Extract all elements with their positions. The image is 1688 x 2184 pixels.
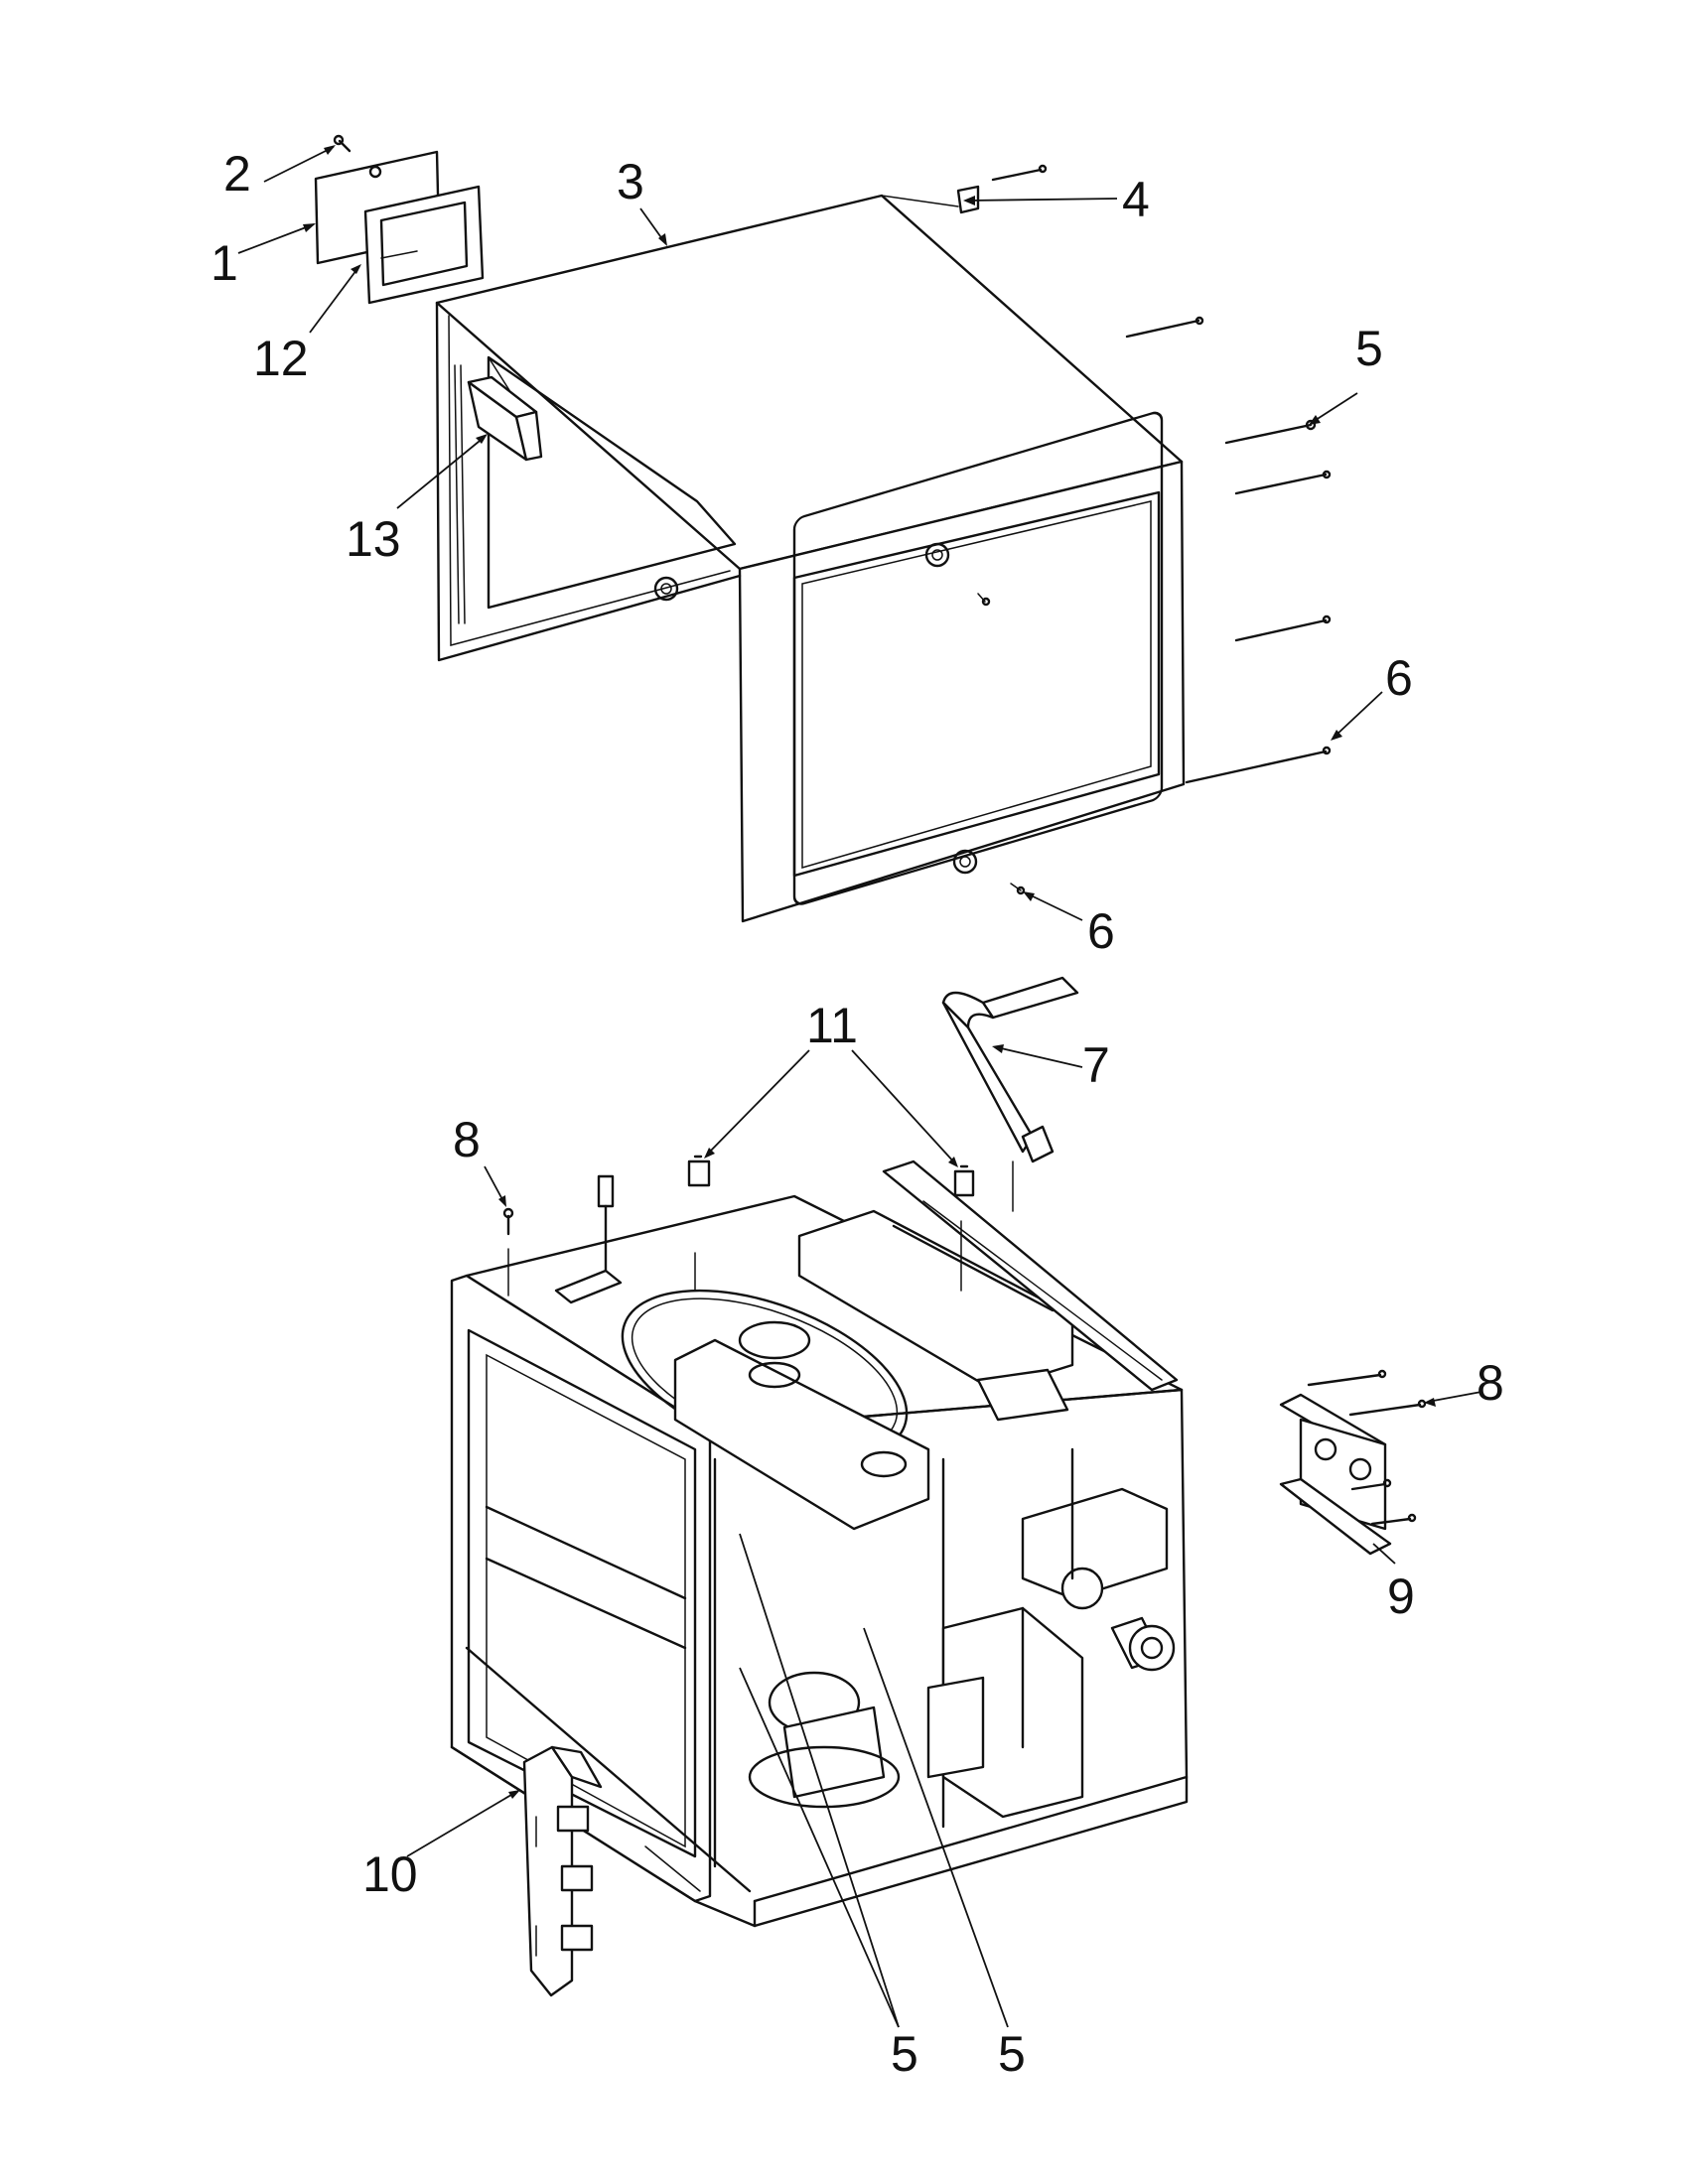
drive-motor <box>1021 1447 1176 1672</box>
cabinet-screws <box>1010 316 1332 895</box>
callout-4: 4 <box>1122 172 1150 227</box>
cabinet-bracket <box>956 164 1048 214</box>
callout-13: 13 <box>346 511 401 567</box>
spacer-bar <box>467 375 543 462</box>
callout-12: 12 <box>253 331 309 386</box>
callout-5: 5 <box>891 2026 918 2082</box>
transformer <box>926 1606 1084 1819</box>
callout-1: 1 <box>211 235 238 291</box>
callout-5: 5 <box>1355 321 1383 376</box>
door-switch-icon <box>687 1155 975 1292</box>
door-seal-strip <box>941 976 1079 1212</box>
callout-6: 6 <box>1385 650 1413 706</box>
callout-8: 8 <box>1477 1355 1504 1411</box>
callout-8: 8 <box>453 1112 481 1167</box>
control-housing <box>797 1209 1074 1422</box>
screw-icon <box>502 1207 514 1297</box>
magnetron-cover <box>673 1320 930 1531</box>
callout-2: 2 <box>223 146 251 202</box>
latch-switch-assembly <box>522 1745 701 1997</box>
callout-6: 6 <box>1087 903 1115 959</box>
screw-icon <box>333 134 352 153</box>
cabinet-side-window <box>792 490 1161 878</box>
callout-7: 7 <box>1082 1037 1110 1093</box>
callout-11: 11 <box>806 998 858 1053</box>
callout-5: 5 <box>998 2026 1026 2082</box>
callout-numbers: 1 2 3 4 5 6 6 7 8 8 9 10 11 12 13 5 5 <box>211 146 1504 2082</box>
wire-harness <box>554 1174 623 1304</box>
plate-bezel <box>363 185 485 305</box>
side-bracket <box>1279 1369 1427 1556</box>
callout-3: 3 <box>617 154 644 209</box>
callout-10: 10 <box>362 1846 418 1902</box>
chassis-rail <box>882 1160 1179 1392</box>
callout-9: 9 <box>1387 1569 1415 1624</box>
outer-cabinet-wrapper <box>435 194 1186 923</box>
fan-motor <box>748 1671 901 1809</box>
callout-leaders <box>237 145 1482 2028</box>
